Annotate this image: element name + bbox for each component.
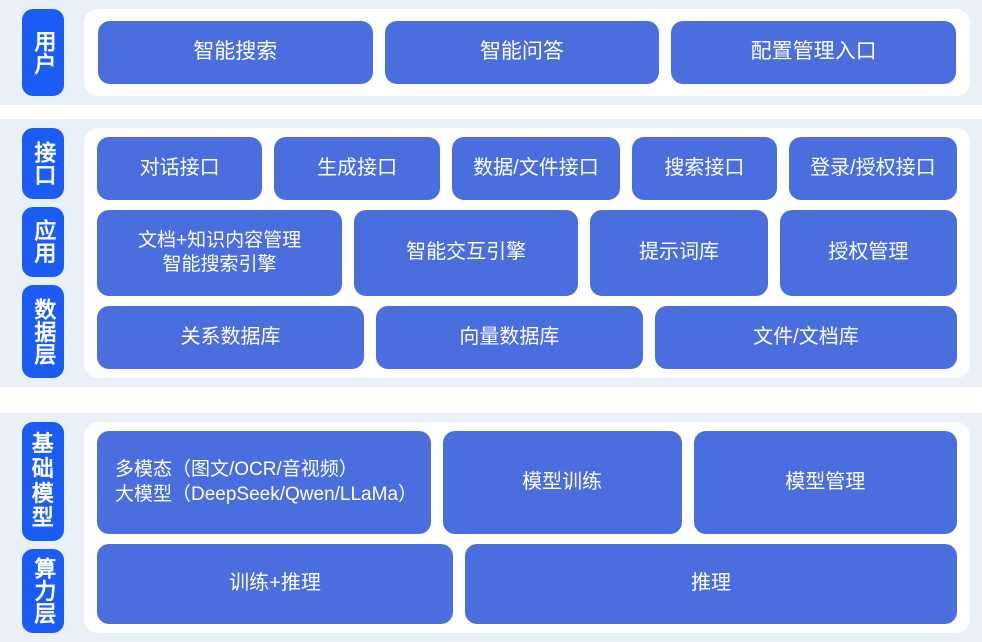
section-bottom-layers: 基础模型 算力层 多模态（图文/OCR/音视频） 大模型（DeepSeek/Qw… xyxy=(0,413,982,642)
box-smart-qa[interactable]: 智能问答 xyxy=(384,21,660,84)
label-column-bottom: 基础模型 算力层 xyxy=(0,413,84,642)
box-login-auth-api[interactable]: 登录/授权接口 xyxy=(788,137,957,200)
panel-user-layer: 智能搜索 智能问答 配置管理入口 xyxy=(84,9,970,96)
box-training-inference[interactable]: 训练+推理 xyxy=(97,544,453,624)
data-row: 关系数据库 向量数据库 文件/文档库 xyxy=(97,306,957,369)
label-column-user: 用户 xyxy=(0,0,84,105)
box-config-entry[interactable]: 配置管理入口 xyxy=(671,21,957,84)
box-vector-db[interactable]: 向量数据库 xyxy=(375,306,643,369)
user-layer-label: 用户 xyxy=(22,9,64,96)
section-user-layer: 用户 智能搜索 智能问答 配置管理入口 xyxy=(0,0,982,105)
box-interactive-engine[interactable]: 智能交互引擎 xyxy=(354,209,579,296)
box-file-doc-store[interactable]: 文件/文档库 xyxy=(654,306,957,369)
panel-bottom-layers: 多模态（图文/OCR/音视频） 大模型（DeepSeek/Qwen/LLaMa）… xyxy=(84,422,970,633)
interface-row: 对话接口 生成接口 数据/文件接口 搜索接口 登录/授权接口 xyxy=(97,137,957,200)
box-relational-db[interactable]: 关系数据库 xyxy=(97,306,364,369)
application-row: 文档+知识内容管理 智能搜索引擎 智能交互引擎 提示词库 授权管理 xyxy=(97,209,958,296)
box-prompt-library[interactable]: 提示词库 xyxy=(590,209,768,296)
box-smart-search[interactable]: 智能搜索 xyxy=(98,21,373,84)
panel-middle-layers: 对话接口 生成接口 数据/文件接口 搜索接口 登录/授权接口 文档+知识内容管理… xyxy=(84,128,970,378)
foundation-model-layer-label: 基础模型 xyxy=(22,422,64,541)
compute-layer-label: 算力层 xyxy=(22,549,64,633)
box-inference[interactable]: 推理 xyxy=(465,544,957,624)
foundation-model-row: 多模态（图文/OCR/音视频） 大模型（DeepSeek/Qwen/LLaMa）… xyxy=(97,431,957,535)
application-layer-label: 应用 xyxy=(22,206,64,277)
data-layer-label: 数据层 xyxy=(22,285,64,378)
user-row: 智能搜索 智能问答 配置管理入口 xyxy=(98,21,957,84)
box-doc-knowledge-mgmt[interactable]: 文档+知识内容管理 智能搜索引擎 xyxy=(97,209,343,296)
box-model-management[interactable]: 模型管理 xyxy=(693,431,957,535)
box-model-training[interactable]: 模型训练 xyxy=(442,431,682,535)
box-search-api[interactable]: 搜索接口 xyxy=(632,137,777,200)
compute-row: 训练+推理 推理 xyxy=(97,544,957,624)
label-column-middle: 接口 应用 数据层 xyxy=(0,119,84,387)
box-generation-api[interactable]: 生成接口 xyxy=(274,137,440,200)
box-data-file-api[interactable]: 数据/文件接口 xyxy=(451,137,621,200)
interface-layer-label: 接口 xyxy=(22,128,64,199)
box-dialog-api[interactable]: 对话接口 xyxy=(97,137,263,200)
box-auth-management[interactable]: 授权管理 xyxy=(779,209,958,296)
section-middle-layers: 接口 应用 数据层 对话接口 生成接口 数据/文件接口 搜索接口 登录/授权接口… xyxy=(0,119,982,387)
box-multimodal-llm[interactable]: 多模态（图文/OCR/音视频） 大模型（DeepSeek/Qwen/LLaMa） xyxy=(97,431,431,535)
